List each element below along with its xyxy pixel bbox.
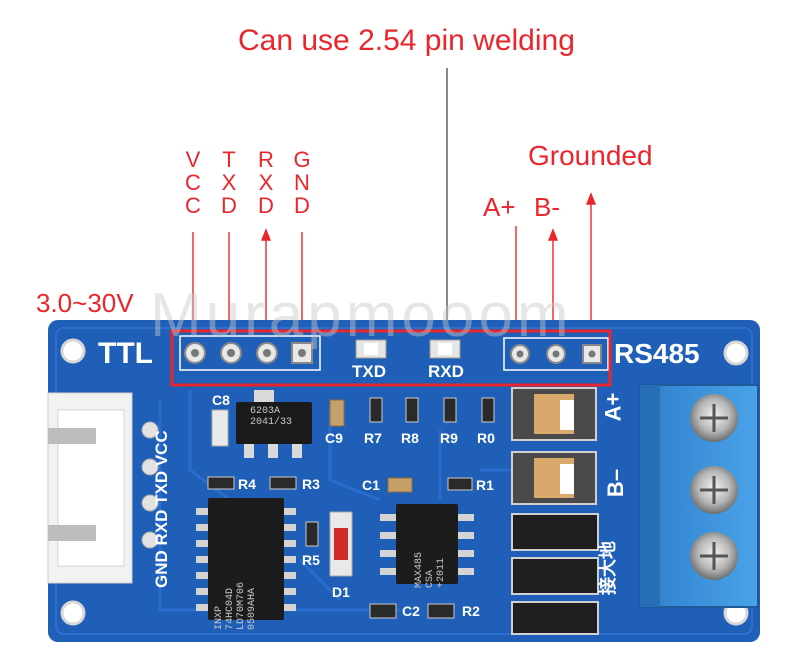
a-plus-silk: A+ [600, 392, 626, 422]
b-minus-silk: B– [603, 468, 629, 498]
ref-c9: C9 [325, 430, 343, 446]
a-plus-label: A+ [483, 192, 516, 222]
ref-r3: R3 [302, 476, 320, 492]
jst-connector [47, 392, 133, 584]
diode-d1 [329, 511, 353, 577]
tvs-diodes [511, 513, 599, 635]
ref-r7: R7 [364, 430, 382, 446]
transceiver-marking: MAX485 CSA +2011 [414, 551, 447, 588]
top-title: Can use 2.54 pin welding [238, 24, 575, 57]
txd-label: T X D [221, 147, 237, 218]
ref-r0: R0 [477, 430, 495, 446]
watermark: Murapmooom [150, 281, 573, 350]
ref-r5: R5 [302, 552, 320, 568]
transceiver-chip [380, 504, 474, 584]
ttl-header-pads [179, 335, 321, 371]
ref-r9: R9 [440, 430, 458, 446]
ref-c2: C2 [402, 603, 420, 619]
ref-r4: R4 [238, 476, 256, 492]
highlight-box [170, 329, 612, 387]
logic-chip-marking: INXP 74HC04D LD70M706 0509AHA [214, 581, 258, 630]
grounded-label: Grounded [528, 140, 653, 171]
led-indicators [355, 339, 461, 359]
gnd-label: G N D [293, 147, 311, 218]
side-pin-labels: GND RXD TXD VCC [152, 430, 171, 588]
rxd-led-label: RXD [428, 362, 464, 381]
vcc-label: V C C [185, 147, 201, 218]
voltage-label: 3.0~30V [36, 288, 134, 318]
ref-c1: C1 [362, 477, 380, 493]
regulator-marking: 6203A 2041/33 [250, 406, 293, 428]
ref-r2: R2 [462, 603, 480, 619]
ref-r8: R8 [401, 430, 419, 446]
ref-r1: R1 [476, 477, 494, 493]
fuses [511, 387, 597, 505]
ref-c8: C8 [212, 392, 230, 408]
rxd-label: R X D [258, 147, 274, 218]
terminal-block [639, 384, 759, 608]
logic-chip [196, 498, 296, 620]
side-pin-pads [141, 421, 159, 549]
rs485-silk: RS485 [614, 338, 700, 369]
rs485-header-pads [503, 337, 609, 371]
ttl-silk: TTL [98, 337, 153, 370]
ref-d1: D1 [332, 584, 350, 600]
smd-components [207, 397, 495, 619]
ground-chinese-silk: 接大地 [598, 541, 618, 595]
regulator-chip [236, 390, 312, 458]
b-minus-label: B- [534, 192, 560, 222]
txd-led-label: TXD [352, 362, 386, 381]
